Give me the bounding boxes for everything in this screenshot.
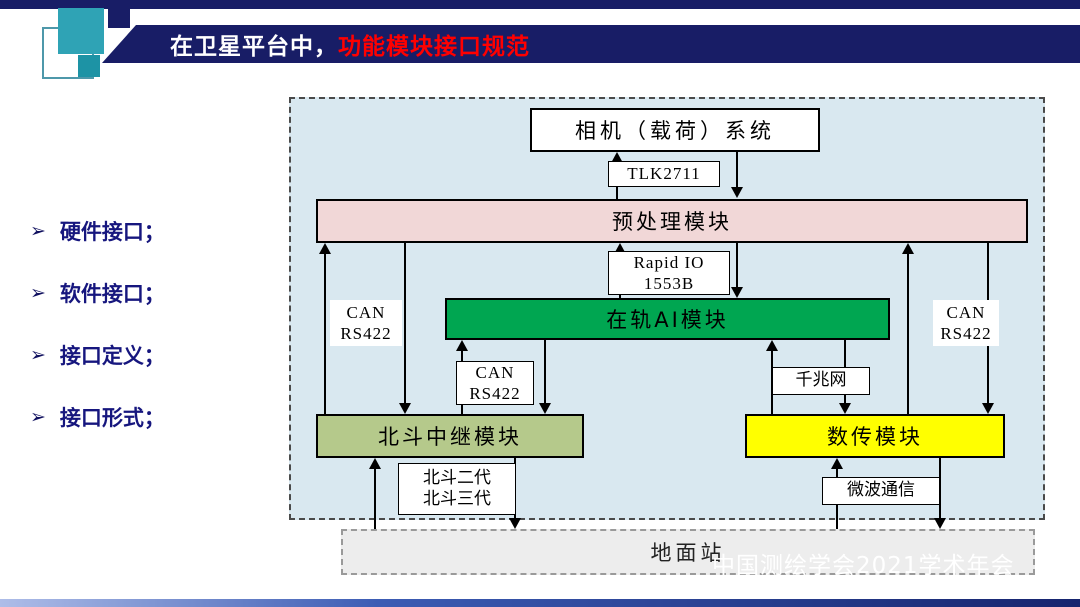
arrow-bullet-icon: ➢ [30, 344, 46, 366]
link-label-line: 1553B [643, 274, 695, 293]
link-label-beidou-generations: 北斗二代 北斗三代 [398, 463, 516, 515]
slide-title-highlight: 功能模块接口规范 [338, 34, 530, 60]
link-label-line: RS422 [940, 324, 992, 343]
bullet-label: 接口定义； [59, 344, 165, 368]
data-transmission-module-box: 数传模块 [745, 414, 1005, 458]
link-label-line: RS422 [340, 324, 392, 343]
decor-square-navy [108, 6, 130, 28]
link-label-gigabit-ethernet: 千兆网 [772, 367, 870, 395]
link-label-can-rs422-left: CAN RS422 [330, 300, 402, 346]
link-label-line: RS422 [469, 384, 521, 403]
bullet-hardware-interface: ➢ 硬件接口； [30, 216, 165, 246]
link-label-line: Rapid IO [633, 252, 705, 272]
arrow-bullet-icon: ➢ [30, 282, 46, 304]
link-label-tlk2711: TLK2711 [608, 161, 720, 187]
title-banner: 在卫星平台中，功能模块接口规范 [102, 25, 1080, 63]
link-label-rapidio-1553b: Rapid IO 1553B [608, 251, 730, 295]
bullet-interface-definition: ➢ 接口定义； [30, 340, 165, 370]
conference-watermark: 中国测绘学会2021学术年会 [712, 553, 1015, 579]
top-strip [0, 0, 1080, 9]
bullet-interface-form: ➢ 接口形式； [30, 402, 165, 432]
arrow-bullet-icon: ➢ [30, 406, 46, 428]
link-label-line: CAN [946, 302, 986, 322]
onboard-ai-module-box: 在轨AI模块 [445, 298, 890, 340]
link-label-microwave-comm: 微波通信 [822, 477, 940, 505]
link-label-line: 北斗二代 [423, 467, 491, 488]
bottom-strip [0, 599, 1080, 607]
decor-square-teal [58, 8, 104, 54]
preprocess-module-box: 预处理模块 [316, 199, 1028, 243]
bullet-label: 软件接口； [59, 282, 165, 306]
ground-station-box: 地面站 [341, 529, 1035, 575]
slide-title-prefix: 在卫星平台中， [170, 34, 338, 60]
link-label-line: CAN [346, 302, 386, 322]
beidou-relay-module-box: 北斗中继模块 [316, 414, 584, 458]
camera-payload-system-box: 相机（载荷）系统 [530, 108, 820, 152]
link-label-can-rs422-right: CAN RS422 [933, 300, 999, 346]
link-label-line: 北斗三代 [423, 489, 491, 509]
link-label-can-rs422-mid: CAN RS422 [456, 361, 534, 405]
bullet-software-interface: ➢ 软件接口； [30, 278, 165, 308]
link-label-line: CAN [475, 362, 515, 382]
bullet-label: 硬件接口； [59, 220, 165, 244]
decor-square-teal-small [78, 55, 100, 77]
bullet-list: ➢ 硬件接口； ➢ 软件接口； ➢ 接口定义； ➢ 接口形式； [30, 216, 165, 464]
bullet-label: 接口形式； [59, 406, 165, 430]
arrow-bullet-icon: ➢ [30, 220, 46, 242]
